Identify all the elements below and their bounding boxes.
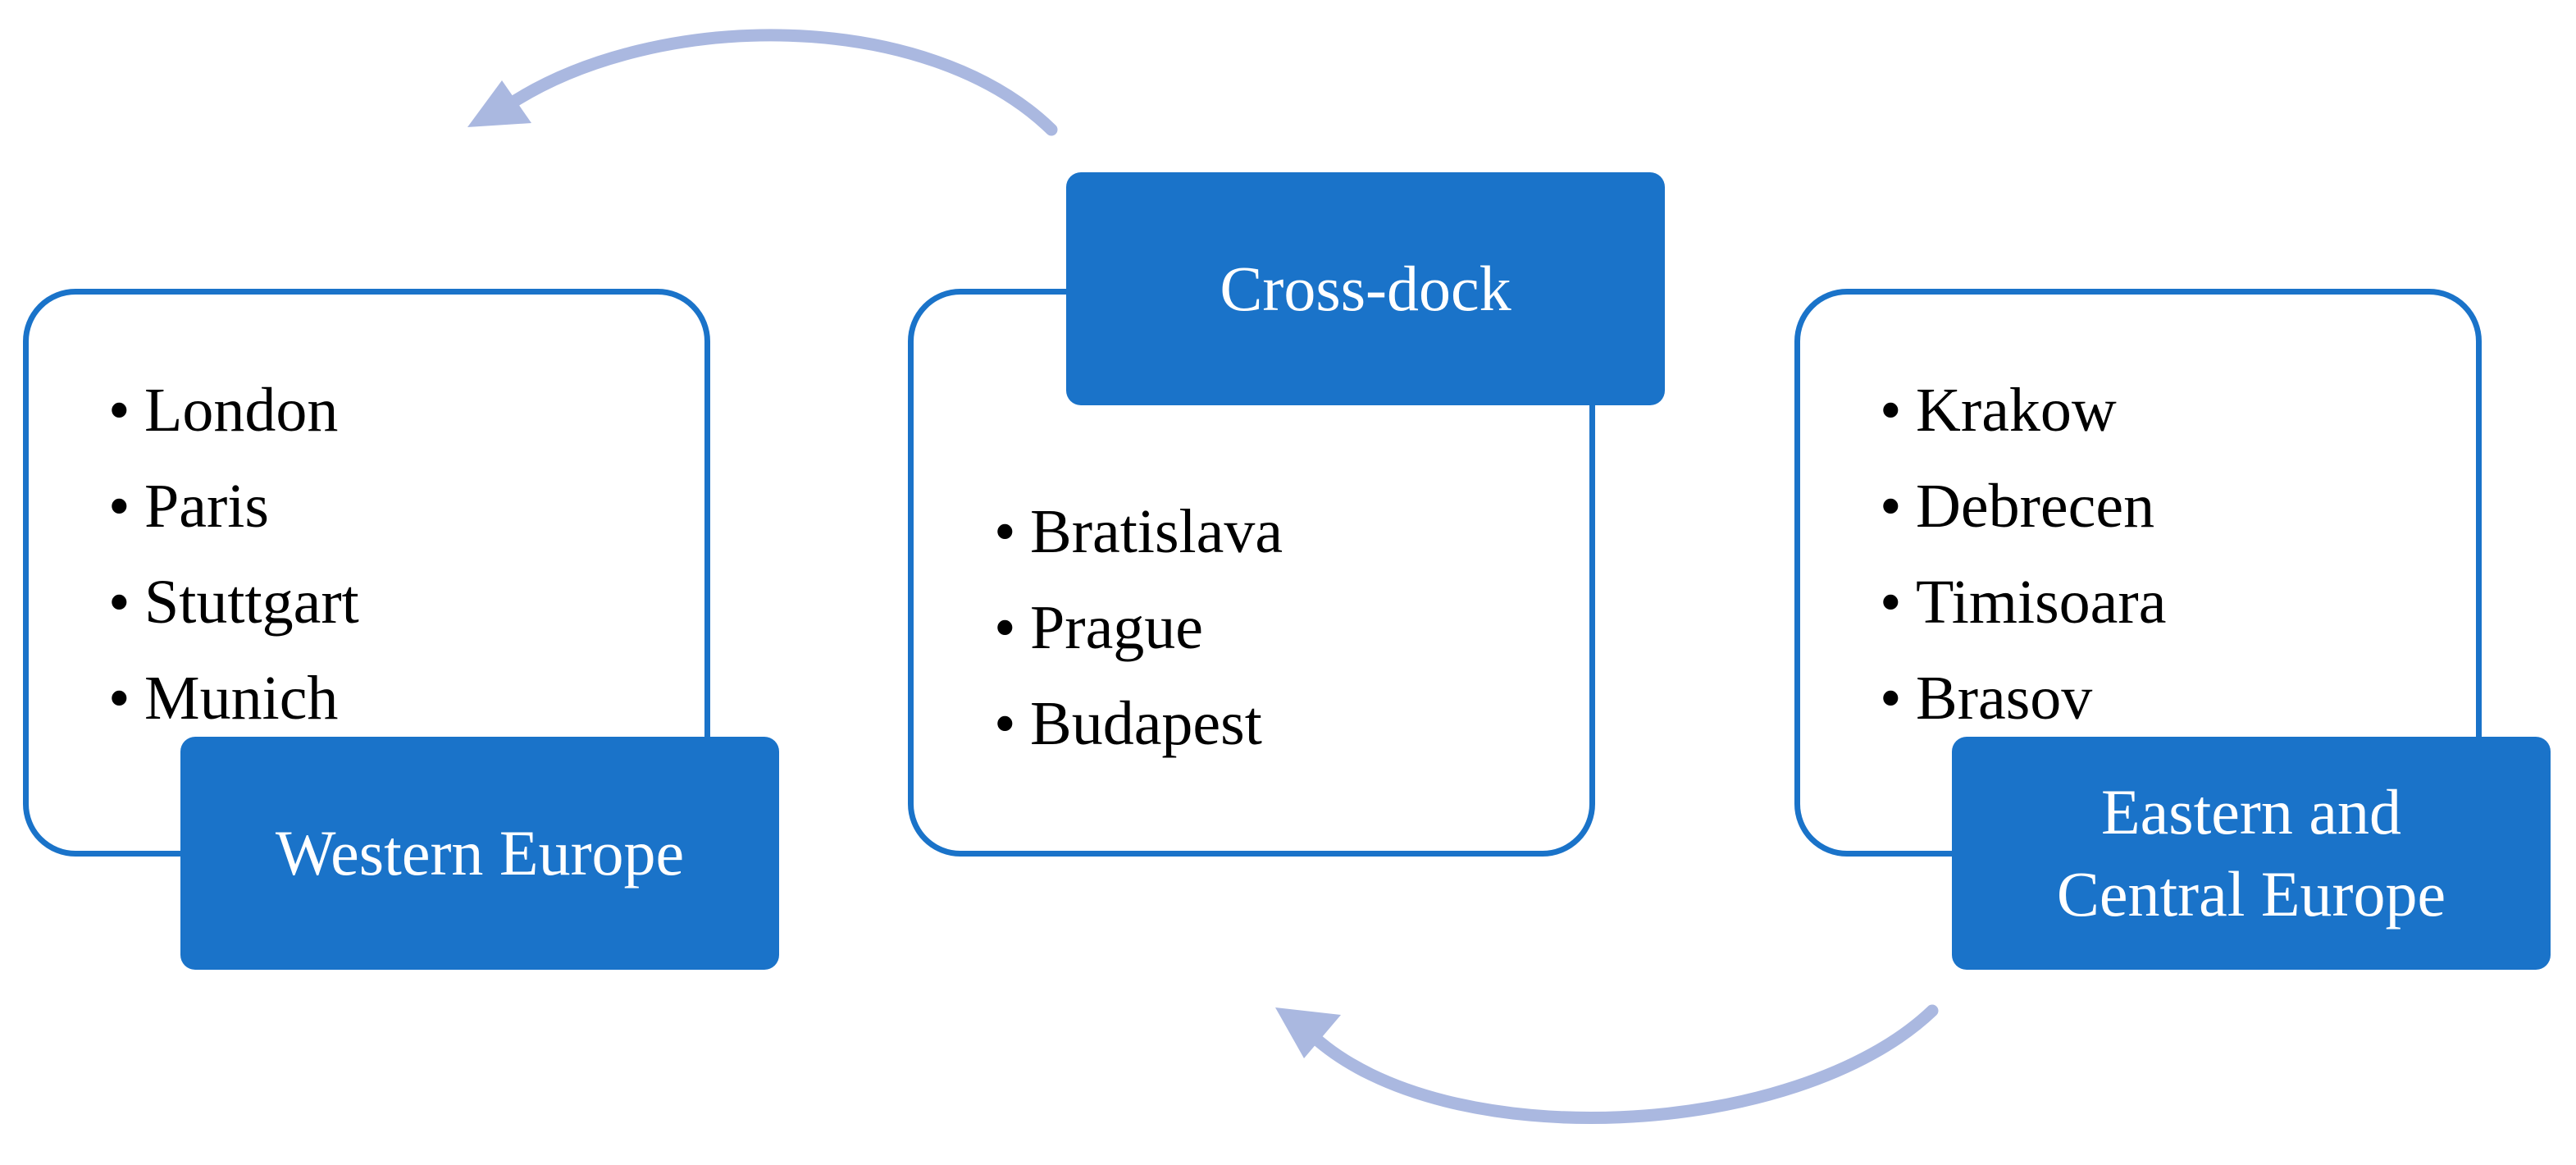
top-arrow-head: [467, 80, 531, 127]
city-item: •London: [108, 376, 339, 445]
eastern-central-europe-city-list: •Krakow •Debrecen •Timisoara •Brasov: [1880, 363, 2166, 747]
city-item: •Budapest: [994, 689, 1262, 758]
western-europe-city-list: •London •Paris •Stuttgart •Munich: [108, 363, 359, 747]
bottom-arrow-head: [1275, 1007, 1341, 1058]
top-arrow: [467, 29, 1058, 136]
city-item: •Krakow: [1880, 376, 2117, 445]
western-europe-label: Western Europe: [180, 737, 779, 970]
city-item: •Munich: [108, 664, 339, 733]
eastern-central-europe-label: Eastern and Central Europe: [1952, 737, 2551, 970]
city-item: •Debrecen: [1880, 472, 2155, 541]
city-item: •Timisoara: [1880, 568, 2167, 637]
bottom-arrow: [1275, 1004, 1939, 1124]
cross-dock-label: Cross-dock: [1066, 172, 1665, 405]
city-item: •Stuttgart: [108, 568, 359, 637]
city-item: •Prague: [994, 593, 1204, 662]
top-arrow-shaft: [502, 29, 1058, 136]
bottom-arrow-shaft: [1306, 1004, 1939, 1124]
city-item: •Bratislava: [994, 497, 1283, 566]
city-item: •Paris: [108, 472, 269, 541]
city-item: •Brasov: [1880, 664, 2093, 733]
cross-dock-city-list: •Bratislava •Prague •Budapest: [994, 484, 1283, 772]
